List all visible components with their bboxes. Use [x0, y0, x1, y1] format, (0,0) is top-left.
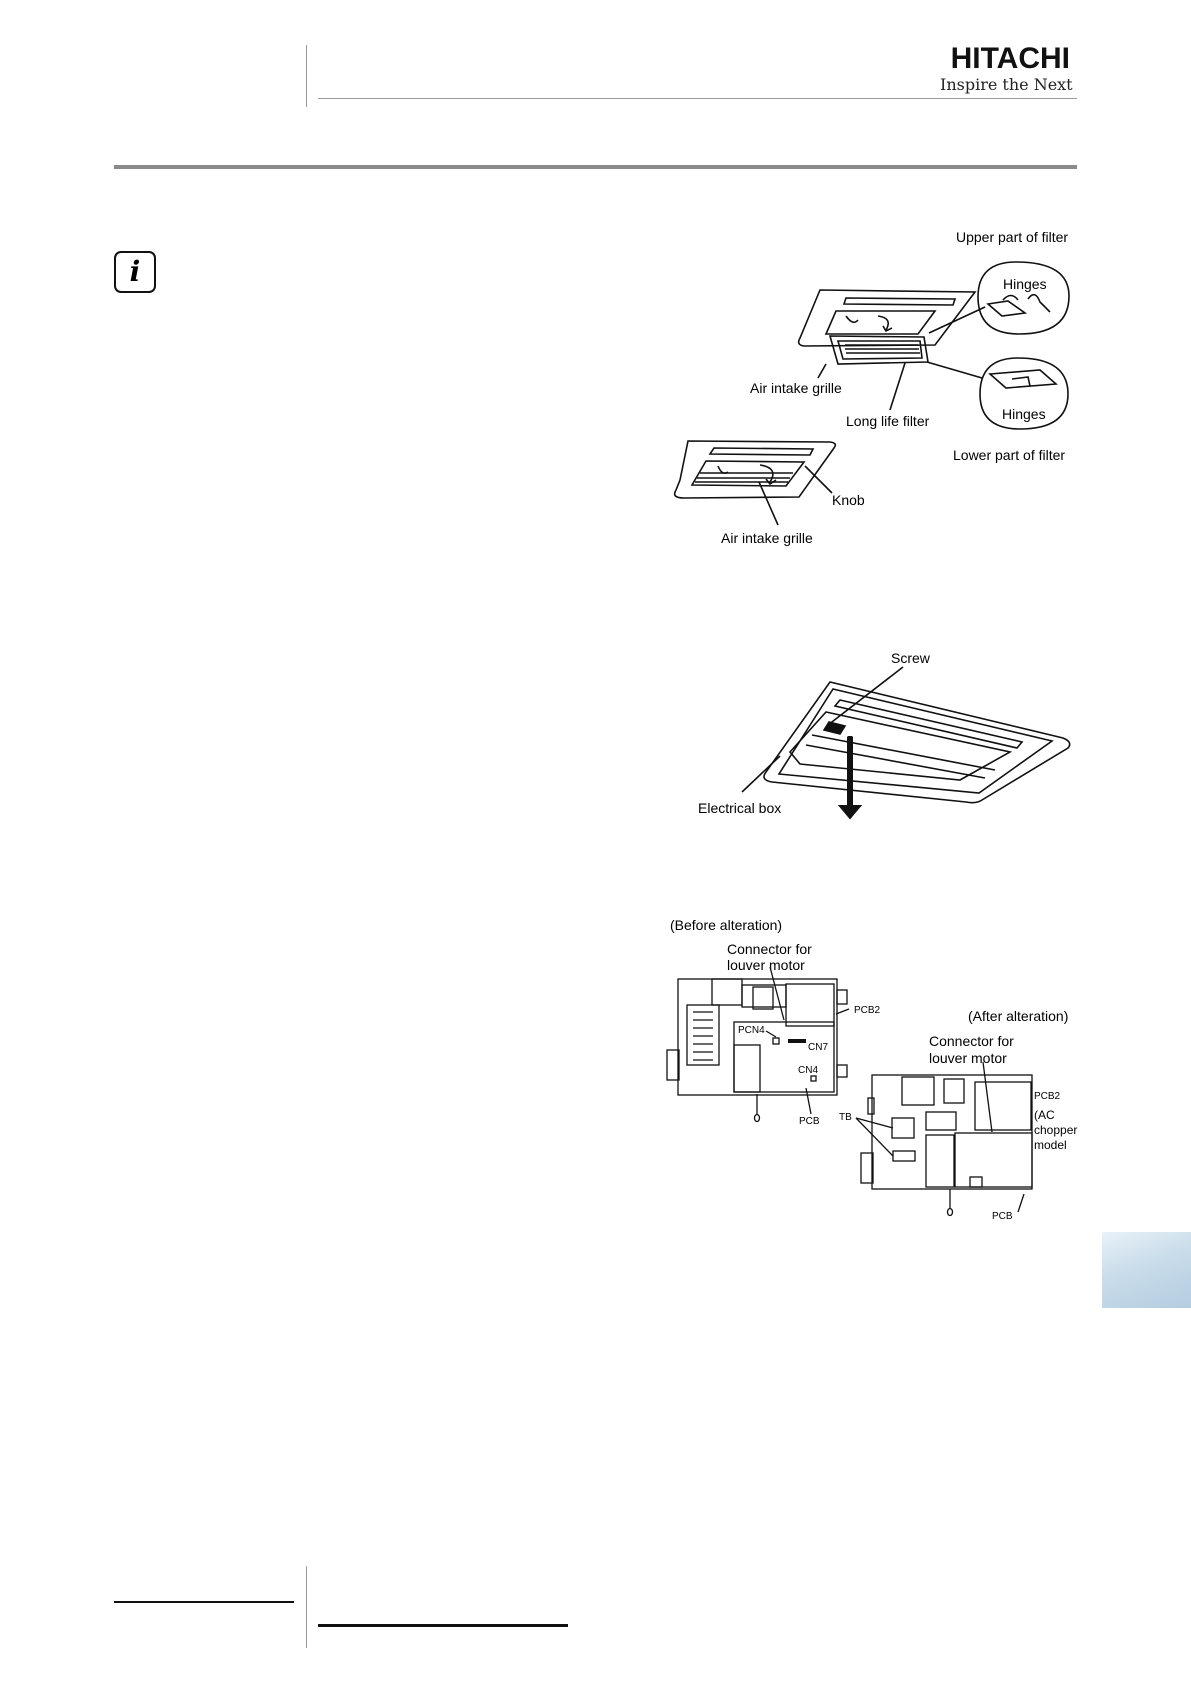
label-lower-part-of-filter: Lower part of filter [953, 447, 1066, 463]
label-connector-after-1: Connector for [929, 1033, 1014, 1049]
section-rule [114, 165, 1077, 169]
info-icon: i [114, 251, 156, 293]
label-connector-before-1: Connector for [727, 941, 812, 957]
label-long-life-filter: Long life filter [846, 413, 930, 429]
label-connector-before-2: louver motor [727, 957, 805, 973]
label-before-alteration: (Before alteration) [670, 917, 783, 933]
footer-divider-vertical [306, 1566, 307, 1648]
label-pcb2-after: PCB2 [1034, 1091, 1061, 1102]
label-hinges-bottom: Hinges [1002, 406, 1046, 422]
label-pcn4: PCN4 [738, 1025, 765, 1036]
brand-name: HITACHI [950, 42, 1070, 75]
label-upper-part-of-filter: Upper part of filter [956, 229, 1069, 245]
label-hinges-top: Hinges [1003, 276, 1047, 292]
label-screw: Screw [891, 650, 930, 666]
label-electrical-box: Electrical box [698, 800, 782, 816]
header-divider-horizontal [318, 98, 1077, 99]
label-pcb-after: PCB [992, 1211, 1013, 1222]
label-knob: Knob [832, 492, 865, 508]
label-cn4: CN4 [798, 1065, 819, 1076]
label-ac-chopper-2: chopper [1034, 1123, 1078, 1137]
label-air-intake-grille-1: Air intake grille [750, 380, 842, 396]
label-connector-after-2: louver motor [929, 1050, 1007, 1066]
label-ac-chopper-1: (AC [1034, 1108, 1055, 1122]
section-side-tab [1102, 1232, 1191, 1308]
header-divider-vertical [306, 45, 307, 107]
label-tb: TB [839, 1112, 852, 1123]
label-ac-chopper-3: model [1034, 1138, 1067, 1152]
brand-tagline: Inspire the Next [940, 75, 1073, 94]
label-pcb2-before: PCB2 [854, 1005, 881, 1016]
label-cn7: CN7 [808, 1042, 829, 1053]
label-after-alteration: (After alteration) [968, 1008, 1069, 1024]
footer-line-left [114, 1601, 294, 1603]
label-air-intake-grille-2: Air intake grille [721, 530, 813, 546]
brand-logo: HITACHI Inspire the Next [940, 42, 1073, 94]
label-pcb-before: PCB [799, 1116, 820, 1127]
footer-line-right [318, 1624, 568, 1627]
